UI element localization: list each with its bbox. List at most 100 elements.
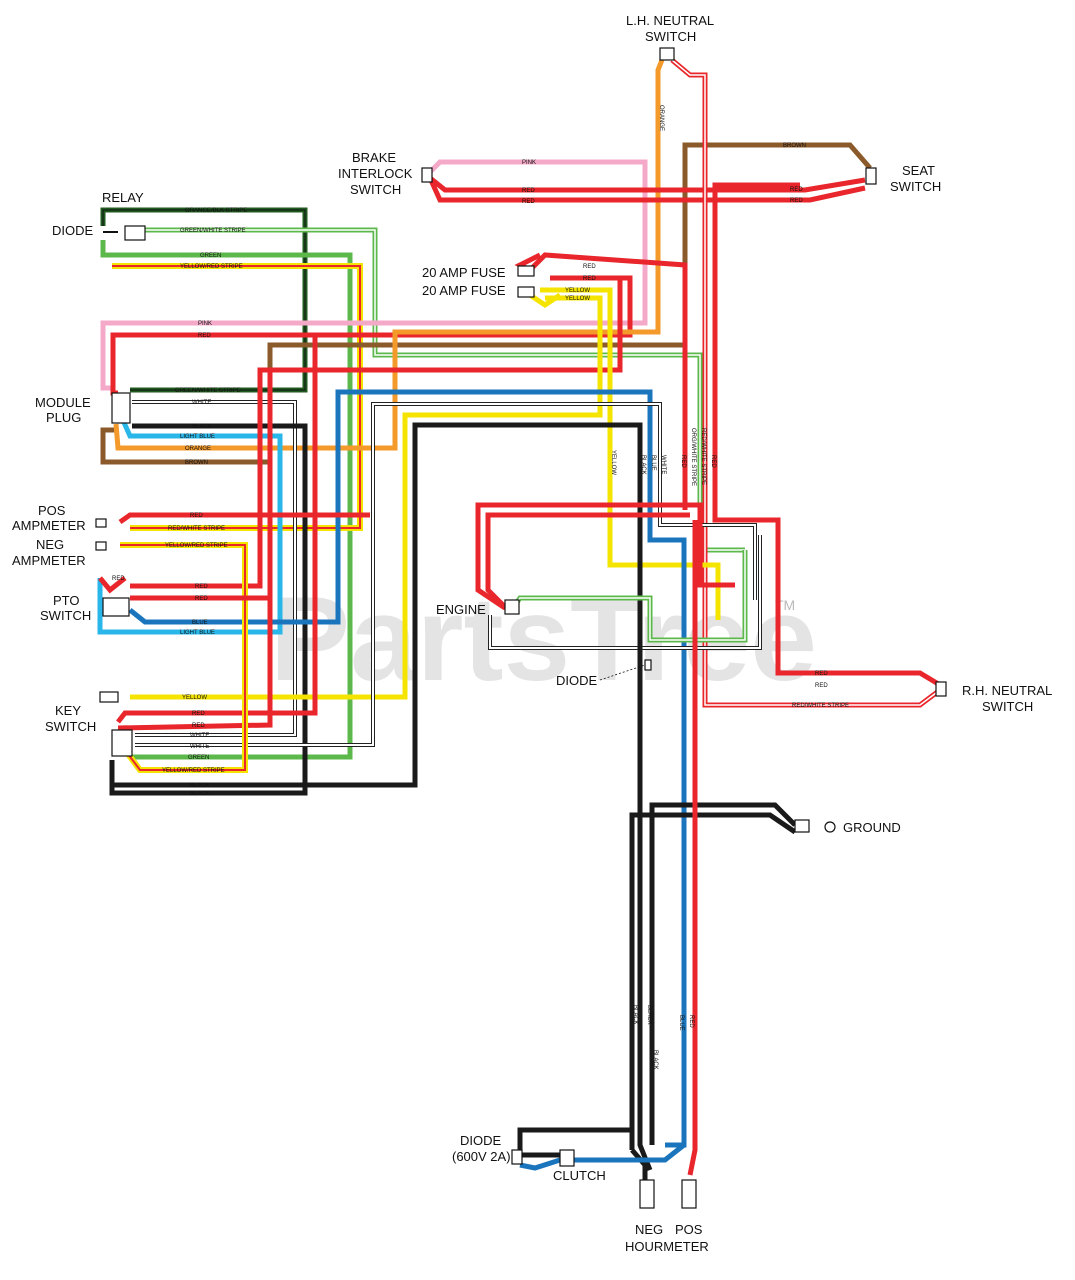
hourmeter-pos-terminal [681,1179,697,1209]
seat-label-2: SWITCH [890,179,941,194]
wire-red-hourmeter [687,520,698,1176]
clutch-connector [559,1149,575,1167]
neg-ammeter-terminal [95,541,107,551]
lh-neutral-label-1: L.H. NEUTRAL [626,13,714,28]
hourmeter-neg-terminal [639,1179,655,1209]
wire-red-fuse-1 [528,252,688,510]
clutch-diode-label-2: (600V 2A) [452,1149,511,1164]
fuse-1-holder [517,265,535,277]
wire-label-key-green: GREEN [188,755,209,761]
wire-label-hm-blue: BLUE [678,1015,684,1031]
wire-label-pto-red-a: RED [112,576,125,582]
lh-neutral-label-2: SWITCH [645,29,696,44]
module-plug-label-2: PLUG [46,410,81,425]
wire-label-module-red: RED [198,333,211,339]
wire-label-hm-black-1: BLACK [632,1005,638,1025]
wire-label-module-brown: BROWN [185,460,208,466]
wire-label-red-seat-1: RED [790,187,803,193]
wire-label-key-black-1: BLACK [190,783,210,789]
wire-black-module [109,423,308,796]
wire-blue-pto [128,389,687,1148]
wire-label-key-white-1: WHITE [190,733,209,739]
wire-label-key-black-2: BLACK [190,791,210,797]
wire-label-red-seat-2: RED [790,198,803,204]
wire-label-amp-red: RED [190,513,203,519]
wire-label-fuse-yel-1: YELLOW [565,288,590,294]
wire-label-key-red-2: RED [192,723,205,729]
wire-label-v-red: RED [680,455,686,468]
wire-red-brake-2 [427,176,866,203]
clutch-label: CLUTCH [553,1168,606,1183]
brake-interlock-switch-connector [421,167,433,183]
wire-label-hm-black-2: BLACK [646,1005,652,1025]
relay-label: RELAY [102,190,144,205]
rh-neutral-switch-connector [935,681,947,697]
wire-yellow-key [130,295,603,700]
fuse-1-label: 20 AMP FUSE [422,265,506,280]
wire-label-hm-red: RED [688,1015,694,1028]
wire-label-pto-red-1: RED [195,584,208,590]
engine-connector [504,599,520,615]
wire-label-key-white-2: WHITE [190,744,209,750]
wire-label-v-red2: RED [710,455,716,468]
wire-label-relay-grn-wht: GREEN/WHITE STRIPE [180,228,246,234]
wire-black-ground-2 [629,812,797,1150]
wire-label-module-white: WHITE [192,400,211,406]
diode-label: DIODE [52,223,94,238]
wire-red-key-2 [117,370,273,731]
key-switch-connector [99,691,119,703]
pos-ammeter-label-2: AMPMETER [12,518,86,533]
wire-label-amp-red-wht: RED/WHITE STRIPE [168,526,225,532]
wire-red-pto-a [98,576,127,594]
wire-pink [100,159,648,391]
wire-red-pos-amp [118,512,370,525]
wire-red-seat-rh [712,182,942,688]
wire-label-v-black: BLACK [640,455,646,475]
wire-label-pto-lt-blue: LIGHT BLUE [180,630,215,636]
pto-switch-connector [102,597,130,617]
wire-red-module [110,275,633,396]
module-plug-connector [111,392,131,424]
key-switch-body [111,729,133,757]
wire-black-clutch [517,1127,632,1158]
wire-label-pto-red-2: RED [195,596,208,602]
key-switch-label-1: KEY [55,703,81,718]
seat-label-1: SEAT [902,163,935,178]
hourmeter-label: HOURMETER [625,1239,709,1254]
engine-label: ENGINE [436,602,486,617]
wire-black-key [112,422,653,1171]
wire-red-key-1 [116,335,318,724]
wire-label-key-red-1: RED [192,711,205,717]
wire-label-v-blue: BLUE [650,455,656,471]
wire-label-v-red-wht: RED/WHITE STRIPE [700,428,706,485]
pto-label-2: SWITCH [40,608,91,623]
clutch-diode-label-1: DIODE [460,1133,502,1148]
wire-green-relay [100,240,353,760]
wire-label-relay-org-blk: ORANGE/BLK STRIPE [185,208,247,214]
wire-label-rh-red-1: RED [815,671,828,677]
wire-label-brown-top: BROWN [783,143,806,149]
wire-red-engine-2 [485,512,690,612]
fuse-2-label: 20 AMP FUSE [422,283,506,298]
brake-label-2: INTERLOCK [338,166,413,181]
wire-label-key-yel-red: YELLOW/RED STRIPE [162,768,225,774]
relay-connector [124,225,146,241]
wire-label-v-org-wht: ORG/WHITE STRIPE [690,428,696,486]
wire-label-red-brake-1: RED [522,188,535,194]
wire-label-hm-black-3: BLACK [652,1050,658,1070]
pto-label-1: PTO [53,593,80,608]
brake-label-3: SWITCH [350,182,401,197]
wire-yellow-red-relay [112,263,363,531]
wire-black-ground-3 [630,1148,648,1185]
wire-red-brake-1 [428,176,866,193]
key-switch-label-2: SWITCH [45,719,96,734]
wire-label-relay-yel-red: YELLOW/RED STRIPE [180,264,243,270]
wire-red-fuse-3 [130,275,623,589]
wire-label-rh-red-2: RED [815,683,828,689]
hourmeter-pos-label: POS [675,1222,703,1237]
lh-neutral-switch-connector [659,47,675,61]
wire-black-ground-1 [649,802,797,1145]
wire-label-module-black: BLACK [192,424,212,430]
wire-brown [100,142,872,465]
